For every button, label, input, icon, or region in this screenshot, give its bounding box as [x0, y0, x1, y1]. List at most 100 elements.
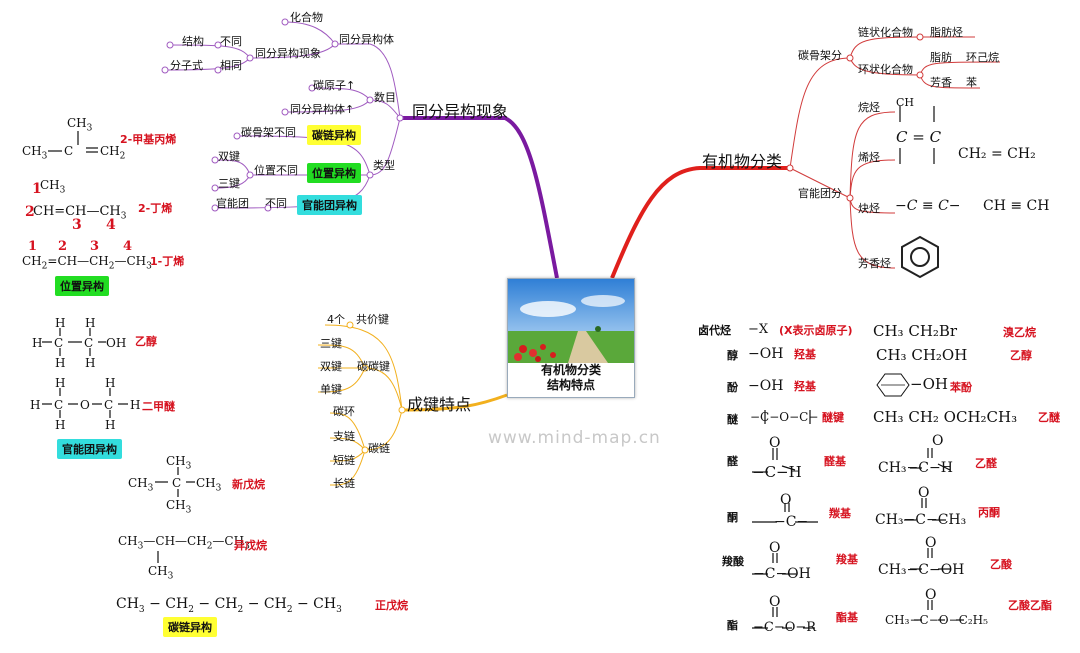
num-4b: 4 — [123, 239, 133, 254]
node-skeleton[interactable]: 碳骨架分 — [798, 49, 842, 62]
isopentane-main: CH3—CH—CH2—CH3 — [118, 534, 250, 552]
neo-bottom: CH3 — [166, 498, 192, 516]
ethanol-h3: H — [55, 356, 66, 370]
node-ring-compound[interactable]: 环状化合物 — [858, 63, 913, 76]
node-four[interactable]: 4个 — [327, 313, 345, 326]
fg-class-phenol: 酚 — [727, 381, 738, 394]
label-butene2: 2-丁烯 — [138, 202, 173, 215]
landscape-image — [508, 279, 634, 363]
fg-class-ester: 酯 — [727, 619, 738, 632]
center-topic-card[interactable]: 有机物分类 结构特点 — [507, 278, 635, 398]
node-count[interactable]: 数目 — [374, 91, 396, 104]
node-alicyclic[interactable]: 脂肪 — [930, 51, 952, 64]
tag-left-position-isomer[interactable]: 位置异构 — [55, 276, 109, 296]
node-single[interactable]: 单键 — [320, 383, 342, 396]
tag-chain-isomer[interactable]: 碳链异构 — [307, 125, 361, 145]
node-triple[interactable]: 三键 — [320, 337, 342, 350]
node-same[interactable]: 相同 — [220, 59, 242, 72]
node-alkane[interactable]: 烷烃 — [858, 101, 880, 114]
node-isomers[interactable]: 同分异构体 — [339, 33, 394, 46]
fg-class-aldehyde: 醛 — [727, 455, 738, 468]
node-cyclohexane[interactable]: 环己烷 — [966, 51, 999, 64]
methylpropene-ch2: CH2 — [100, 144, 126, 162]
aceticacid-o: O — [925, 535, 937, 551]
tag-position-isomer[interactable]: 位置异构 — [307, 163, 361, 183]
fg-example-acid: CH₃−C−OH — [878, 562, 965, 578]
node-covalent[interactable]: 共价键 — [356, 313, 389, 326]
node-fg-classify[interactable]: 官能团分 — [798, 187, 842, 200]
aldehyde-o: O — [769, 435, 781, 451]
fg-class-haloalkane: 卤代烃 — [698, 324, 731, 337]
node-different[interactable]: 不同 — [220, 35, 242, 48]
ether-c1: C — [54, 398, 64, 412]
isopentane-branch: CH3 — [148, 564, 174, 582]
neo-right: CH3 — [196, 476, 222, 494]
node-aromatic[interactable]: 芳香 — [930, 76, 952, 89]
ethanol-main: H — [32, 336, 43, 350]
alkyne-example: CH ≡ CH — [983, 198, 1050, 214]
node-aliphatic-hc[interactable]: 脂肪烃 — [930, 26, 963, 39]
node-chain-compound[interactable]: 链状化合物 — [858, 26, 913, 39]
branch-bonding[interactable]: 成键特点 — [407, 395, 472, 414]
ether-h-right: H — [130, 398, 141, 412]
fg-group-ketone: −C− — [774, 514, 809, 530]
ethylacetate-o: O — [925, 587, 937, 603]
watermark: www.mind-map.cn — [488, 428, 661, 448]
node-skeleton-diff[interactable]: 碳骨架不同 — [241, 126, 296, 139]
num-2b: 2 — [58, 239, 68, 254]
node-triple-bond[interactable]: 三键 — [218, 177, 240, 190]
node-double-bond[interactable]: 双键 — [218, 150, 240, 163]
tag-left-chain-isomer[interactable]: 碳链异构 — [163, 617, 217, 637]
branch-classification[interactable]: 有机物分类 — [702, 152, 783, 171]
node-alkene[interactable]: 烯烃 — [858, 151, 880, 164]
alkane-formula: CH — [896, 96, 915, 109]
node-arene[interactable]: 芳香烃 — [858, 257, 891, 270]
node-alkyne[interactable]: 炔烃 — [858, 202, 880, 215]
node-ring[interactable]: 碳环 — [333, 405, 355, 418]
tag-left-fg-isomer[interactable]: 官能团异构 — [57, 439, 122, 459]
node-compound[interactable]: 化合物 — [290, 11, 323, 24]
node-short[interactable]: 短链 — [333, 454, 355, 467]
fg-exname-ether: 乙醚 — [1038, 411, 1060, 424]
fg-group-ether: −C−O−C− — [750, 410, 819, 424]
center-title-line2: 结构特点 — [546, 378, 595, 392]
neo-c: C — [172, 476, 182, 490]
node-double[interactable]: 双键 — [320, 360, 342, 373]
node-carbon-chain[interactable]: 碳链 — [368, 442, 390, 455]
fg-exname-acid: 乙酸 — [990, 558, 1012, 571]
fg-note-aldehyde: 醛基 — [824, 455, 846, 468]
fg-example-phenol: −OH — [910, 375, 948, 393]
ethanol-h1: H — [55, 316, 66, 330]
fg-exname-ester: 乙酸乙酯 — [1008, 599, 1052, 612]
fg-exname-alcohol: 乙醇 — [1010, 349, 1032, 362]
tag-fg-isomer[interactable]: 官能团异构 — [297, 195, 362, 215]
fg-note-phenol: 羟基 — [794, 380, 816, 393]
alkene-example: CH₂ = CH₂ — [958, 146, 1036, 162]
fg-group-phenol: −OH — [748, 378, 784, 394]
num-4a: 4 — [106, 217, 116, 233]
butene1-main: CH2=CH—CH2—CH3 — [22, 254, 152, 272]
node-structure[interactable]: 结构 — [182, 35, 204, 48]
neo-left: CH3 — [128, 476, 154, 494]
node-benzene[interactable]: 苯 — [966, 76, 977, 89]
node-type[interactable]: 类型 — [373, 159, 395, 172]
node-long[interactable]: 长链 — [333, 477, 355, 490]
fg-note-ketone: 羰基 — [829, 507, 851, 520]
branch-isomerism[interactable]: 同分异构现象 — [412, 102, 509, 121]
node-isomer-count[interactable]: 同分异构体↑ — [290, 103, 355, 116]
node-functional-group[interactable]: 官能团 — [216, 197, 249, 210]
label-neopentane: 新戊烷 — [232, 478, 265, 491]
node-position-diff[interactable]: 位置不同 — [254, 164, 298, 177]
label-butene1: 1-丁烯 — [150, 255, 185, 268]
carboxyl-o: O — [769, 540, 781, 556]
node-fg-different[interactable]: 不同 — [265, 197, 287, 210]
node-cc-bond[interactable]: 碳碳键 — [357, 360, 390, 373]
node-phenomenon[interactable]: 同分异构现象 — [255, 47, 321, 60]
fg-example-ketone: CH₃−C−CH₃ — [875, 512, 967, 528]
fg-note-acid: 羧基 — [836, 553, 858, 566]
fg-example-aldehyde: CH₃−C−H — [878, 460, 953, 476]
node-carbon-atoms[interactable]: 碳原子↑ — [313, 79, 356, 92]
node-branch[interactable]: 支链 — [333, 430, 355, 443]
fg-note-alcohol: 羟基 — [794, 348, 816, 361]
node-formula[interactable]: 分子式 — [170, 59, 203, 72]
